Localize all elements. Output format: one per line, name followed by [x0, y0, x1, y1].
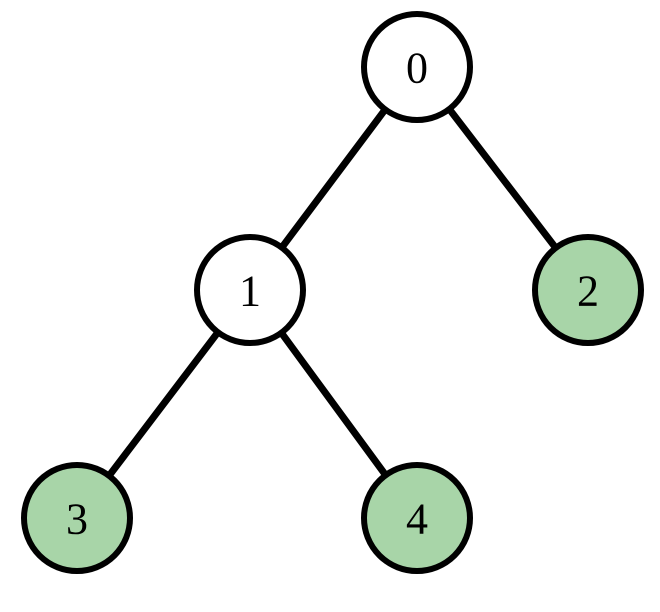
- tree-node-2[interactable]: 2: [532, 234, 644, 346]
- tree-node-label-4: 4: [406, 495, 428, 544]
- tree-node-circle-1[interactable]: [194, 234, 306, 346]
- tree-node-circle-2[interactable]: [532, 234, 644, 346]
- tree-node-label-3: 3: [66, 495, 88, 544]
- node-layer: 0 1 2 3 4: [21, 11, 644, 574]
- tree-node-label-2: 2: [577, 267, 599, 316]
- tree-node-1[interactable]: 1: [194, 234, 306, 346]
- tree-node-label-1: 1: [239, 267, 261, 316]
- tree-node-3[interactable]: 3: [21, 462, 133, 574]
- tree-node-circle-3[interactable]: [21, 462, 133, 574]
- tree-node-circle-0[interactable]: [361, 11, 473, 123]
- edge-layer: [73, 63, 592, 522]
- tree-node-0[interactable]: 0: [361, 11, 473, 123]
- tree-node-label-0: 0: [406, 44, 428, 93]
- tree-node-circle-4[interactable]: [361, 462, 473, 574]
- tree-node-4[interactable]: 4: [361, 462, 473, 574]
